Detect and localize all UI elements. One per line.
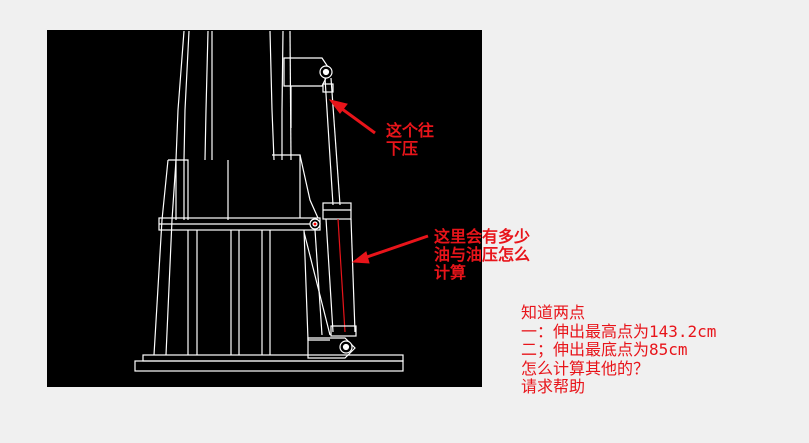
question-text-block: 知道两点 一：伸出最高点为143.2cm 二；伸出最底点为85cm 怎么计算其他… — [521, 303, 717, 397]
question-line-4: 怎么计算其他的？ — [521, 358, 650, 378]
drawing-viewport — [47, 30, 482, 387]
annotation-oil-line2: 油与油压怎么 — [434, 245, 531, 264]
question-line-5: 请求帮助 — [521, 377, 586, 396]
question-line-3: 二；伸出最底点为85cm — [521, 340, 688, 359]
annotation-press-down: 这个往 下压 — [386, 122, 434, 158]
question-line-2: 一：伸出最高点为143.2cm — [521, 321, 717, 341]
annotation-oil-question: 这里会有多少 油与油压怎么 计算 — [434, 228, 530, 282]
annotation-oil-line1: 这里会有多少 — [434, 227, 531, 246]
pivot-pins — [309, 65, 353, 354]
annotation-arrows — [328, 99, 429, 264]
annotation-press-down-line1: 这个往 — [386, 121, 435, 140]
annotation-press-down-line2: 下压 — [386, 139, 419, 158]
annotation-oil-line3: 计算 — [434, 263, 467, 282]
machine-frame — [134, 30, 404, 372]
hydraulic-cylinder — [322, 77, 357, 337]
question-line-1: 知道两点 — [521, 303, 586, 322]
